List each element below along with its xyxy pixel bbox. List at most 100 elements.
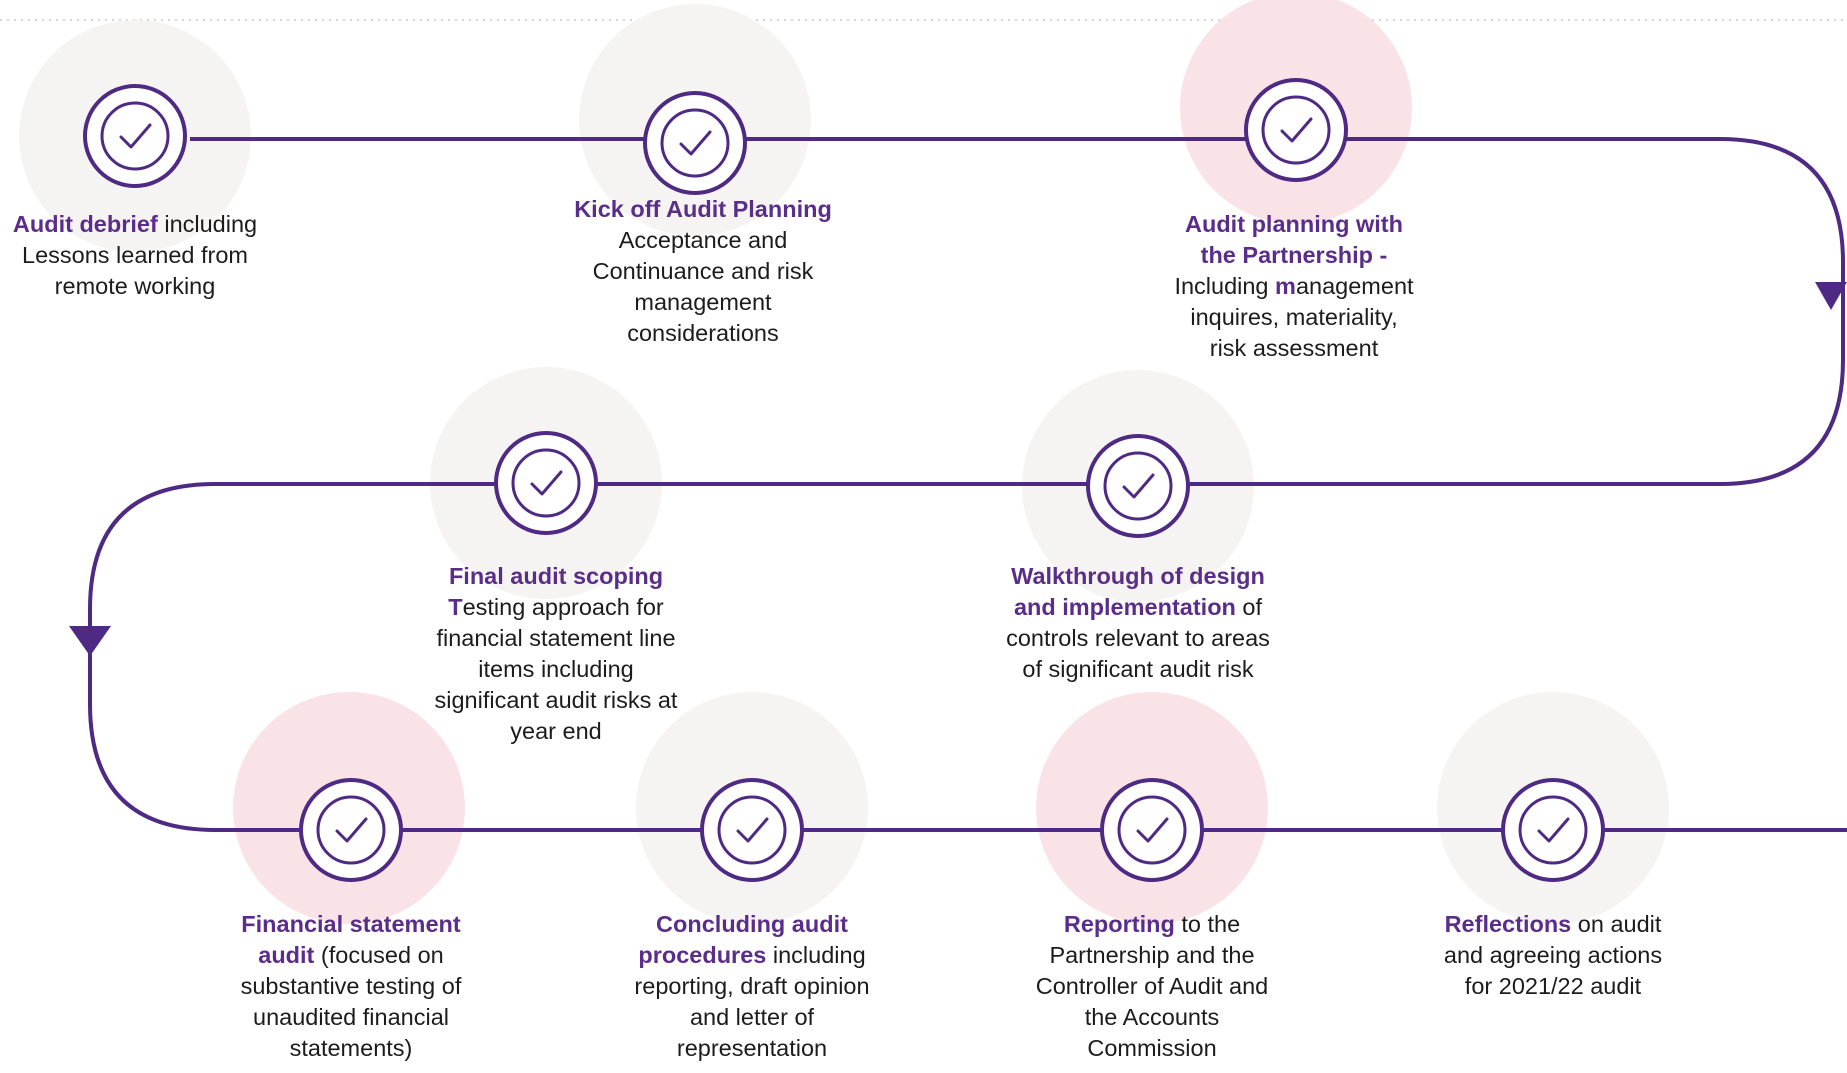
step-label-text: and letter of	[689, 1004, 815, 1030]
step-label-audit-planning: Audit planning with the Partnership - Incl…	[1134, 209, 1454, 364]
node-inner-ring	[660, 108, 730, 178]
step-label-text: substantive testing of	[240, 973, 462, 999]
step-label-line: procedures including	[592, 940, 912, 971]
step-label-line: for 2021/22 audit	[1393, 971, 1713, 1002]
step-label-text: inquires, materiality,	[1190, 304, 1398, 330]
step-label-text: including	[157, 211, 258, 237]
step-label-emphasis: procedures	[638, 942, 767, 968]
step-label-emphasis: T	[448, 594, 463, 620]
step-label-line: Kick off Audit Planning	[538, 194, 868, 225]
step-label-text: including	[766, 942, 866, 968]
step-label-line: Acceptance and	[538, 225, 868, 256]
step-label-text: significant audit risks at	[434, 687, 678, 713]
step-label-text: Commission	[1087, 1035, 1217, 1061]
step-label-text: unaudited financial	[253, 1004, 449, 1030]
step-label-emphasis: the Partnership -	[1200, 242, 1388, 268]
node-inner-ring	[100, 101, 170, 171]
step-label-line: controls relevant to areas	[973, 623, 1303, 654]
step-label-emphasis: and implementation	[1013, 594, 1236, 620]
node-inner-ring	[717, 795, 787, 865]
check-icon	[119, 123, 152, 149]
step-label-text: controls relevant to areas	[1006, 625, 1270, 651]
step-label-line: Controller of Audit and	[992, 971, 1312, 1002]
step-label-emphasis: Audit planning with	[1185, 211, 1403, 237]
node-inner-ring	[1117, 795, 1187, 865]
step-label-line: audit (focused on	[191, 940, 511, 971]
step-label-emphasis: Audit debrief	[12, 211, 158, 237]
step-node-audit-planning	[1244, 78, 1348, 182]
step-label-line: Reflections on audit	[1393, 909, 1713, 940]
step-label-text: (focused on	[314, 942, 444, 968]
step-label-line: Continuance and risk	[538, 256, 868, 287]
node-inner-ring	[1518, 795, 1588, 865]
step-node-final-scoping	[494, 431, 598, 535]
step-label-line: the Partnership -	[1134, 240, 1454, 271]
step-label-line: Including management	[1134, 271, 1454, 302]
step-label-line: Partnership and the	[992, 940, 1312, 971]
step-label-line: considerations	[538, 318, 868, 349]
step-label-text: reporting, draft opinion	[634, 973, 870, 999]
step-label-line: Concluding audit	[592, 909, 912, 940]
step-label-text: financial statement line	[436, 625, 676, 651]
step-node-reflections	[1501, 778, 1605, 882]
step-label-text: risk assessment	[1209, 335, 1379, 361]
node-inner-ring	[1261, 95, 1331, 165]
step-label-emphasis: Walkthrough of design	[1011, 563, 1265, 589]
step-label-text: representation	[676, 1035, 828, 1061]
step-label-line: Reporting to the	[992, 909, 1312, 940]
step-label-walkthrough: Walkthrough of design and implementation …	[973, 561, 1303, 685]
step-label-emphasis: Reporting	[1063, 911, 1175, 937]
step-label-emphasis: Concluding audit	[656, 911, 848, 937]
step-label-line: Audit debrief including	[0, 209, 295, 240]
step-label-text: Continuance and risk	[592, 258, 814, 284]
step-label-text: considerations	[627, 320, 779, 346]
check-icon	[335, 817, 368, 843]
step-label-emphasis: audit	[258, 942, 315, 968]
step-label-line: Walkthrough of design	[973, 561, 1303, 592]
step-node-audit-debrief	[83, 84, 187, 188]
check-icon	[1537, 817, 1570, 843]
step-label-text: items including	[478, 656, 634, 682]
step-label-line: inquires, materiality,	[1134, 302, 1454, 333]
arrow-down-icon	[1815, 282, 1847, 310]
step-label-line: statements)	[191, 1033, 511, 1064]
step-label-text: statements)	[289, 1035, 413, 1061]
step-node-reporting	[1100, 778, 1204, 882]
timeline-path	[88, 137, 1847, 832]
step-label-line: remote working	[0, 271, 295, 302]
step-label-line: year end	[391, 716, 721, 747]
step-label-text: Partnership and the	[1049, 942, 1255, 968]
check-icon	[1122, 473, 1155, 499]
step-label-line: and implementation of	[973, 592, 1303, 623]
step-label-line: substantive testing of	[191, 971, 511, 1002]
step-label-line: Testing approach for	[391, 592, 721, 623]
step-label-text: the Accounts	[1084, 1004, 1220, 1030]
step-label-emphasis: Reflections	[1444, 911, 1572, 937]
check-icon	[1136, 817, 1169, 843]
step-label-line: Final audit scoping	[391, 561, 721, 592]
node-inner-ring	[1103, 451, 1173, 521]
step-label-text: of significant audit risk	[1022, 656, 1254, 682]
step-label-text: and agreeing actions	[1443, 942, 1663, 968]
step-label-text: to the	[1174, 911, 1241, 937]
check-icon	[1280, 117, 1313, 143]
step-label-line: items including	[391, 654, 721, 685]
step-label-text: management	[634, 289, 772, 315]
step-label-text: for 2021/22 audit	[1464, 973, 1642, 999]
step-label-line: Audit planning with	[1134, 209, 1454, 240]
step-label-text: Acceptance and	[618, 227, 788, 253]
step-label-text: Controller of Audit and	[1035, 973, 1269, 999]
step-label-text: anagement	[1295, 273, 1414, 299]
step-label-text: of	[1235, 594, 1263, 620]
step-label-line: of significant audit risk	[973, 654, 1303, 685]
step-node-kick-off	[643, 91, 747, 195]
step-label-line: financial statement line	[391, 623, 721, 654]
check-icon	[530, 470, 563, 496]
